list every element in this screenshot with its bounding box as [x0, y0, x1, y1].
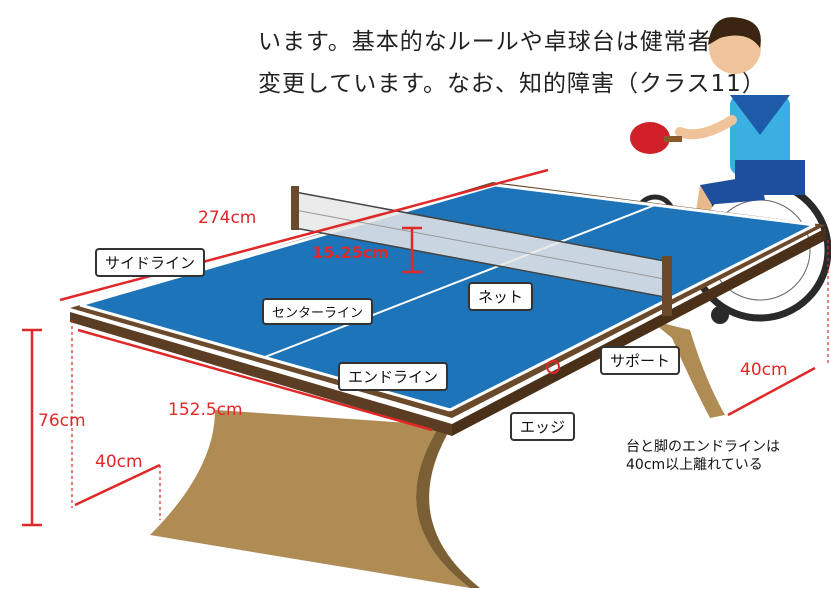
intro-text-line1: います。基本的なルールや卓球台は健常者と同 — [258, 29, 760, 55]
side-line-label: サイドライン — [95, 248, 206, 277]
table-top — [70, 182, 826, 436]
note-line1: 台と脚のエンドラインは — [626, 439, 780, 455]
edge-label: エッジ — [510, 412, 576, 441]
table-legs — [150, 320, 725, 588]
leg-offset-right-dimension: 40cm — [740, 360, 788, 380]
length-dimension: 274cm — [198, 208, 257, 228]
wheelchair-player-illustration — [630, 17, 831, 324]
leg-offset-left-dimension: 40cm — [95, 452, 143, 472]
intro-text-line2: 変更しています。なお、知的障害（クラス11） — [258, 71, 766, 97]
net-label: ネット — [468, 282, 534, 311]
net-height-dimension: 15.25cm — [312, 243, 389, 262]
dimension-guides — [71, 240, 829, 520]
height-dimension: 76cm — [38, 411, 86, 431]
note-line2: 40cm以上離れている — [626, 457, 763, 473]
support-label: サポート — [600, 346, 681, 375]
center-line-label: センターライン — [262, 298, 374, 325]
dimension-lines — [22, 168, 816, 527]
leg-distance-note: 台と脚のエンドラインは 40cm以上離れている — [626, 438, 780, 474]
end-line-label: エンドライン — [338, 362, 449, 391]
width-dimension: 152.5cm — [168, 400, 243, 420]
